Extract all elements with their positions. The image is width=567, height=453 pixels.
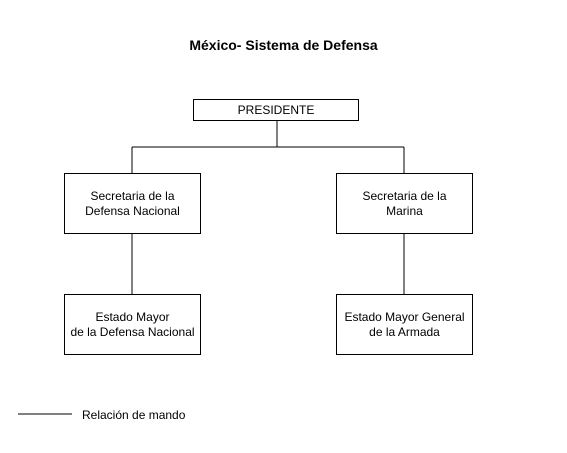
legend-label: Relación de mando: [82, 408, 186, 422]
node-presidente-label: PRESIDENTE: [237, 102, 315, 117]
node-estado-mayor-armada: Estado Mayor General de la Armada: [336, 294, 473, 355]
node-secretaria-marina-label: Secretaria de la Marina: [362, 188, 447, 218]
node-estado-mayor-armada-label: Estado Mayor General de la Armada: [344, 309, 465, 339]
node-secretaria-marina: Secretaria de la Marina: [336, 173, 473, 234]
node-presidente: PRESIDENTE: [193, 99, 359, 121]
node-estado-mayor-defensa: Estado Mayor de la Defensa Nacional: [64, 294, 201, 355]
node-secretaria-defensa-label: Secretaria de la Defensa Nacional: [85, 188, 180, 218]
diagram-title: México- Sistema de Defensa: [189, 37, 378, 53]
node-secretaria-defensa: Secretaria de la Defensa Nacional: [64, 173, 201, 234]
node-estado-mayor-defensa-label: Estado Mayor de la Defensa Nacional: [70, 309, 195, 339]
